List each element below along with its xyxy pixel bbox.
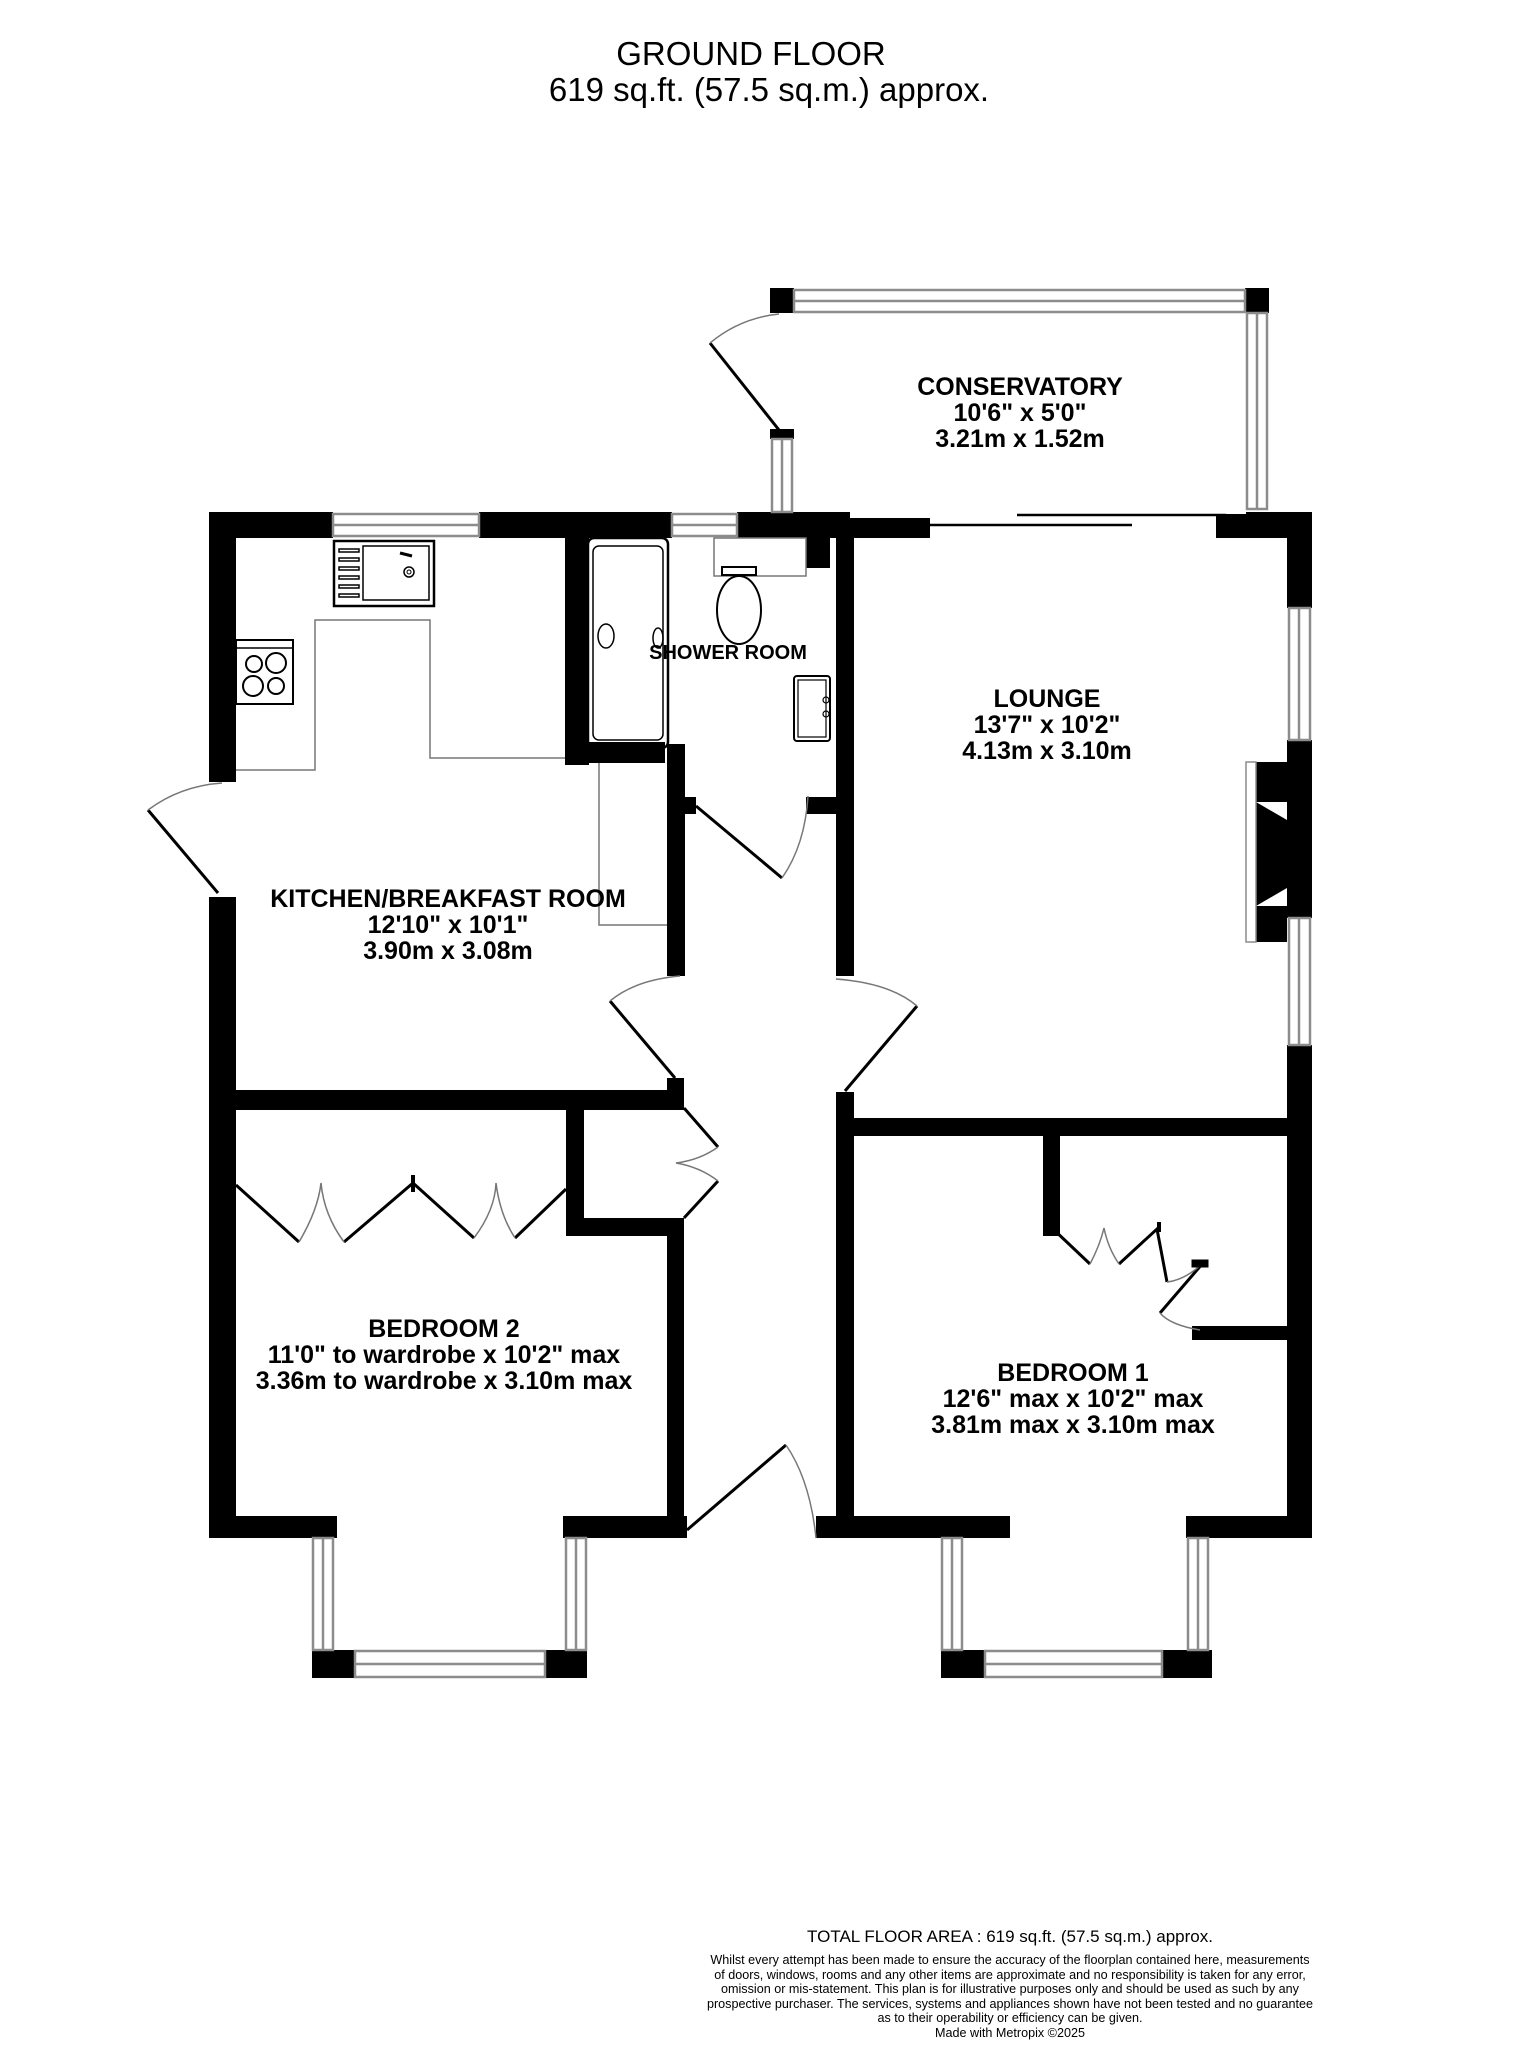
total-floor-area: TOTAL FLOOR AREA : 619 sq.ft. (57.5 sq.m… <box>807 1927 1213 1946</box>
room-metric: 4.13m x 3.10m <box>962 737 1132 765</box>
wash-basin <box>793 675 831 742</box>
room-imperial: 13'7" x 10'2" <box>973 711 1121 739</box>
room-name: BEDROOM 1 <box>997 1359 1149 1387</box>
room-metric: 3.21m x 1.52m <box>935 425 1105 453</box>
disclaimer-line: Whilst every attempt has been made to en… <box>710 1953 1310 1967</box>
room-name: KITCHEN/BREAKFAST ROOM <box>270 885 626 913</box>
floor-area: 619 sq.ft. (57.5 sq.m.) approx. <box>548 71 990 108</box>
kitchen-sink <box>332 539 436 608</box>
room-name: BEDROOM 2 <box>368 1315 520 1343</box>
room-imperial: 12'6" max x 10'2" max <box>942 1385 1204 1413</box>
room-name: SHOWER ROOM <box>649 642 807 664</box>
room-label-bedroom-1: BEDROOM 1 12'6" max x 10'2" max 3.81m ma… <box>931 1360 1215 1438</box>
toilet <box>713 537 807 645</box>
room-metric: 3.90m x 3.08m <box>363 937 533 965</box>
room-label-lounge: LOUNGE 13'7" x 10'2" 4.13m x 3.10m <box>962 686 1132 764</box>
windows <box>311 288 1312 1679</box>
metropix-credit: Made with Metropix ©2025 <box>935 2025 1085 2040</box>
room-name: CONSERVATORY <box>917 373 1123 401</box>
floor-title: GROUND FLOOR <box>616 35 886 72</box>
fixtures <box>236 619 667 926</box>
room-name: LOUNGE <box>993 685 1101 713</box>
room-imperial: 11'0" to wardrobe x 10'2" max <box>267 1341 621 1369</box>
room-label-kitchen: KITCHEN/BREAKFAST ROOM 12'10" x 10'1" 3.… <box>270 886 626 964</box>
room-imperial: 12'10" x 10'1" <box>367 911 529 939</box>
doors <box>146 313 1226 1539</box>
shower-tray <box>586 536 670 750</box>
room-imperial: 10'6" x 5'0" <box>953 399 1087 427</box>
disclaimer-line: of doors, windows, rooms and any other i… <box>714 1967 1306 1982</box>
room-label-shower-room: SHOWER ROOM <box>649 640 807 666</box>
room-label-conservatory: CONSERVATORY 10'6" x 5'0" 3.21m x 1.52m <box>917 374 1123 452</box>
hob <box>235 639 294 705</box>
disclaimer-line: prospective purchaser. The services, sys… <box>706 1996 1314 2011</box>
disclaimer-line: omission or mis-statement. This plan is … <box>721 1982 1299 1997</box>
room-label-bedroom-2: BEDROOM 2 11'0" to wardrobe x 10'2" max … <box>256 1316 633 1394</box>
walls <box>209 288 1312 1678</box>
disclaimer-line: as to their operability or efficiency ca… <box>877 2011 1143 2026</box>
room-metric: 3.81m max x 3.10m max <box>931 1411 1215 1439</box>
disclaimer: Whilst every attempt has been made to en… <box>660 1953 1360 2041</box>
room-metric: 3.36m to wardrobe x 3.10m max <box>255 1367 633 1395</box>
